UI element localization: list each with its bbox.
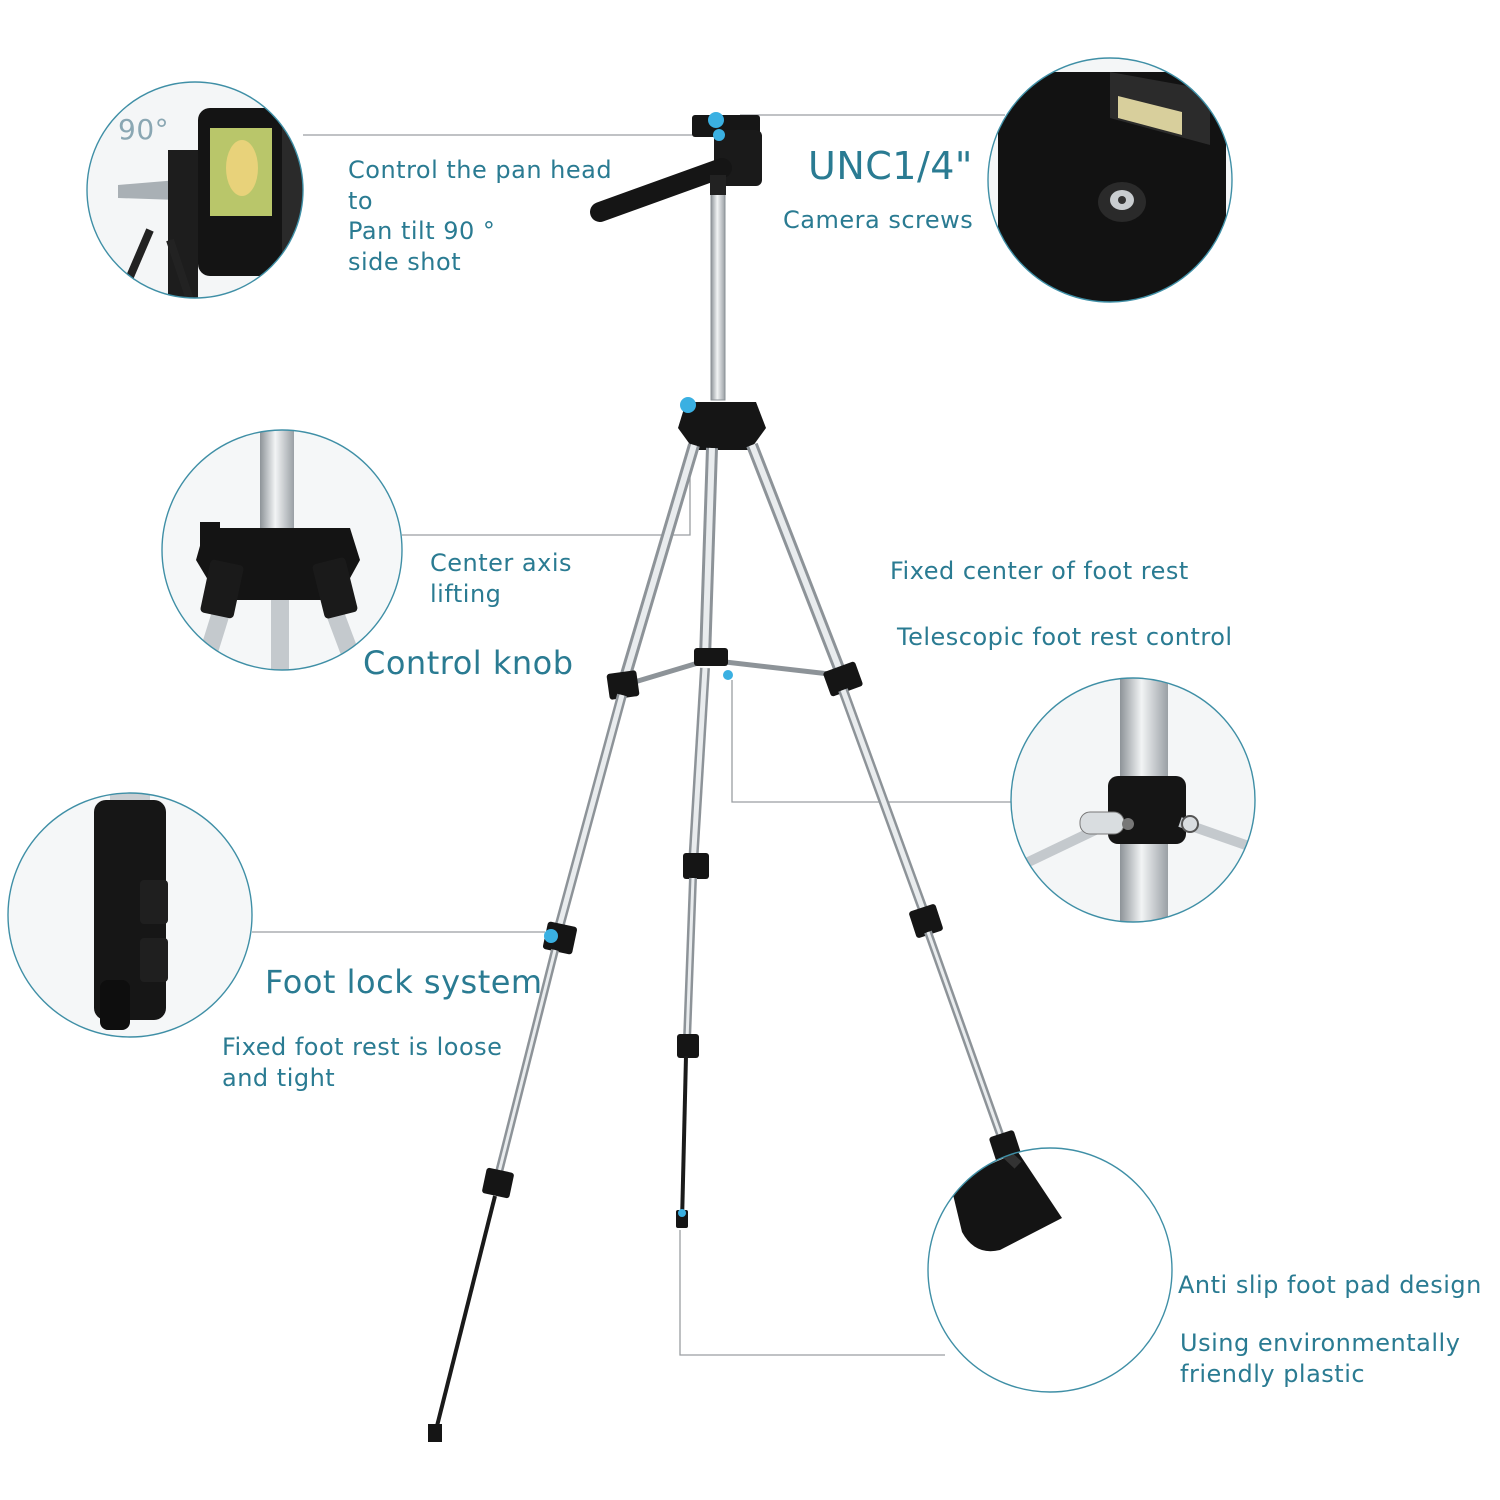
anti-slip-label: Anti slip foot pad design	[1178, 1271, 1482, 1299]
environmental-plastic-caption: Using environmentally friendly plastic	[1180, 1329, 1461, 1388]
camera-screws-label: Camera screws	[783, 206, 974, 234]
angle-label: 90°	[118, 113, 170, 146]
pan-head	[590, 112, 762, 222]
tripod	[428, 112, 1023, 1442]
inset-foot-pad	[927, 1147, 1173, 1393]
inset-foot-lock	[7, 792, 253, 1038]
fixed-center-label: Fixed center of foot rest	[890, 557, 1189, 585]
inset-camera-screw	[987, 57, 1233, 303]
connector-lines	[252, 114, 1012, 1356]
center-axis-caption: Center axis lifting	[430, 549, 572, 608]
foot-lock-caption: Fixed foot rest is loose and tight	[222, 1033, 503, 1092]
inset-pan-head	[86, 81, 304, 299]
leg-hub	[678, 397, 766, 450]
control-knob-label: Control knob	[363, 644, 574, 682]
inset-center-axis	[161, 429, 403, 671]
foot-lock-label: Foot lock system	[265, 963, 543, 1001]
unc-label: UNC1/4"	[808, 144, 973, 188]
pan-head-caption: Control the pan head to Pan tilt 90 ° si…	[348, 156, 613, 277]
inset-foot-rest-center	[1010, 677, 1256, 923]
telescopic-label: Telescopic foot rest control	[897, 623, 1233, 651]
